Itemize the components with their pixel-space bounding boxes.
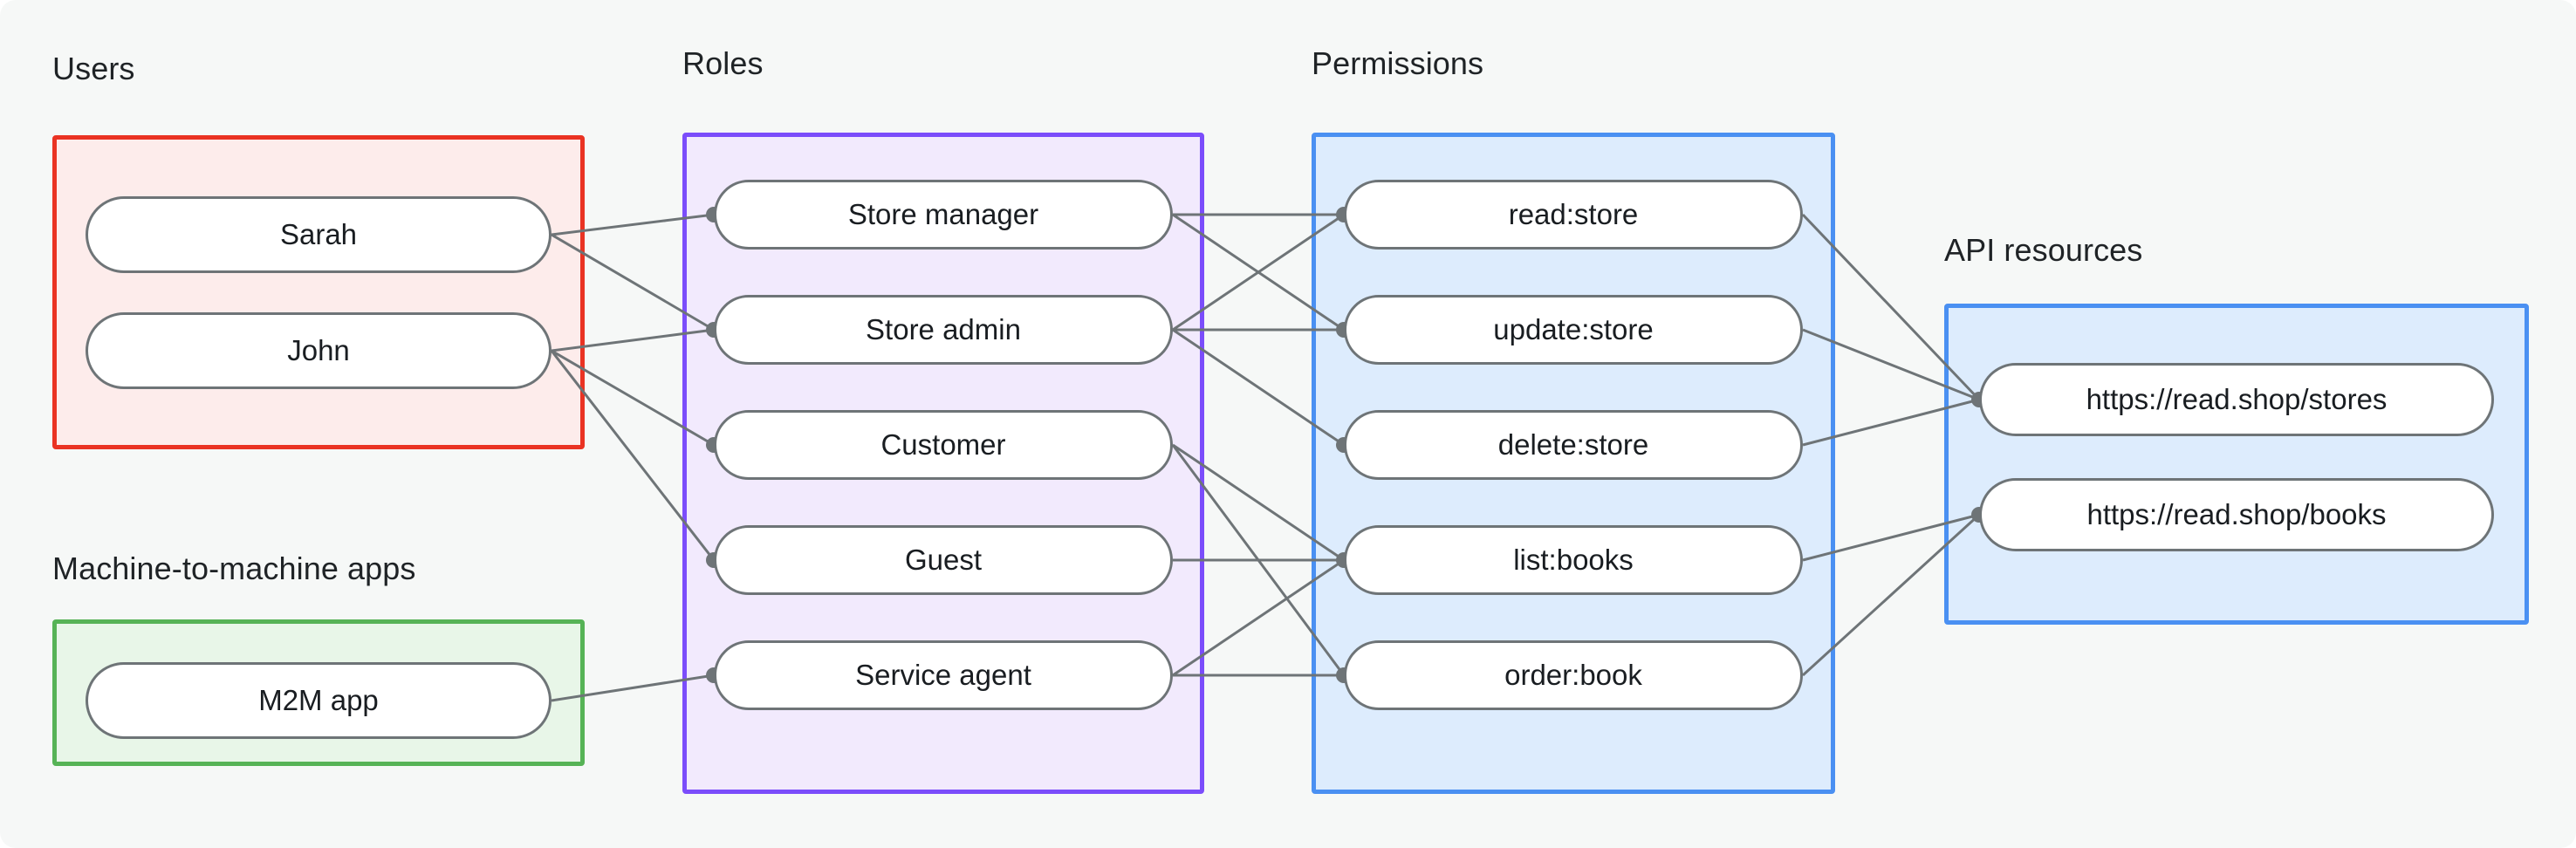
node-guest[interactable]: Guest (714, 525, 1173, 595)
group-label-users: Users (52, 51, 135, 86)
node-read-store[interactable]: read:store (1344, 180, 1803, 250)
node-api-resource-books[interactable]: https://read.shop/books (1979, 478, 2494, 551)
node-api-resource-stores[interactable]: https://read.shop/stores (1979, 363, 2494, 436)
node-update-store[interactable]: update:store (1344, 295, 1803, 365)
group-box-api-resources (1944, 304, 2529, 625)
node-service-agent[interactable]: Service agent (714, 640, 1173, 710)
node-customer[interactable]: Customer (714, 410, 1173, 480)
node-m2m-app[interactable]: M2M app (86, 662, 552, 739)
group-label-api-resources: API resources (1944, 232, 2143, 268)
group-box-users (52, 135, 585, 449)
node-delete-store[interactable]: delete:store (1344, 410, 1803, 480)
group-label-permissions: Permissions (1312, 45, 1484, 81)
node-order-book[interactable]: order:book (1344, 640, 1803, 710)
node-list-books[interactable]: list:books (1344, 525, 1803, 595)
node-store-manager[interactable]: Store manager (714, 180, 1173, 250)
node-store-admin[interactable]: Store admin (714, 295, 1173, 365)
group-label-m2m: Machine-to-machine apps (52, 551, 416, 586)
group-label-roles: Roles (682, 45, 764, 81)
node-john[interactable]: John (86, 312, 552, 389)
node-sarah[interactable]: Sarah (86, 196, 552, 273)
